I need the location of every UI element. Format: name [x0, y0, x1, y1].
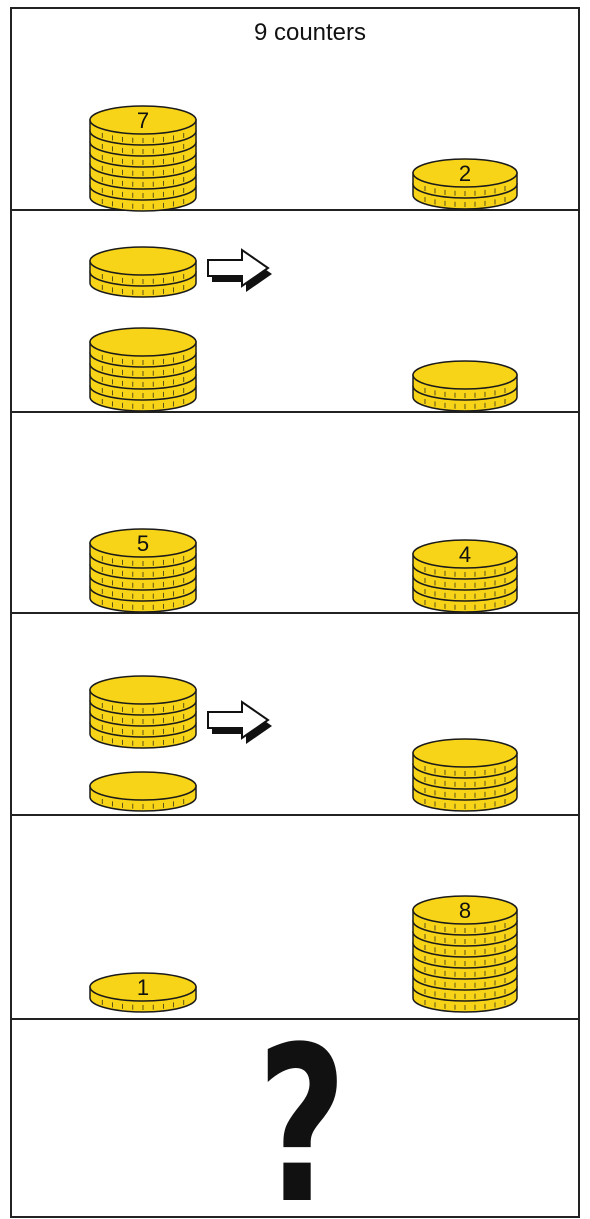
coin-stack-moving	[90, 676, 196, 748]
coin-top	[90, 328, 196, 356]
coin-stack-right	[413, 739, 517, 811]
stack-count-label: 7	[137, 108, 149, 133]
coin-top	[90, 247, 196, 275]
coin-stack-right: 8	[413, 896, 517, 1012]
stack-count-label: 8	[459, 898, 471, 923]
coin-top	[413, 739, 517, 767]
coin-top	[90, 772, 196, 800]
coin-stack-left	[90, 328, 196, 411]
coin-top	[90, 676, 196, 704]
coin-stack-right: 4	[413, 540, 517, 612]
coin-stack-left: 1	[90, 973, 196, 1012]
stack-count-label: 5	[137, 531, 149, 556]
coin-stack-moving	[90, 247, 196, 297]
coin-top	[413, 361, 517, 389]
coin-stack-left: 5	[90, 529, 196, 612]
coin-stack-right	[413, 361, 517, 411]
coin-stack-left	[90, 772, 196, 811]
stack-count-label: 1	[137, 975, 149, 1000]
puzzle-title: 9 counters	[254, 19, 366, 46]
stack-count-label: 2	[459, 161, 471, 186]
stack-count-label: 4	[459, 542, 471, 567]
panel-6: ?	[257, 1001, 347, 1219]
question-mark-icon: ?	[257, 1001, 347, 1219]
coin-stack-right: 2	[413, 159, 517, 209]
coin-stack-left: 7	[90, 106, 196, 211]
